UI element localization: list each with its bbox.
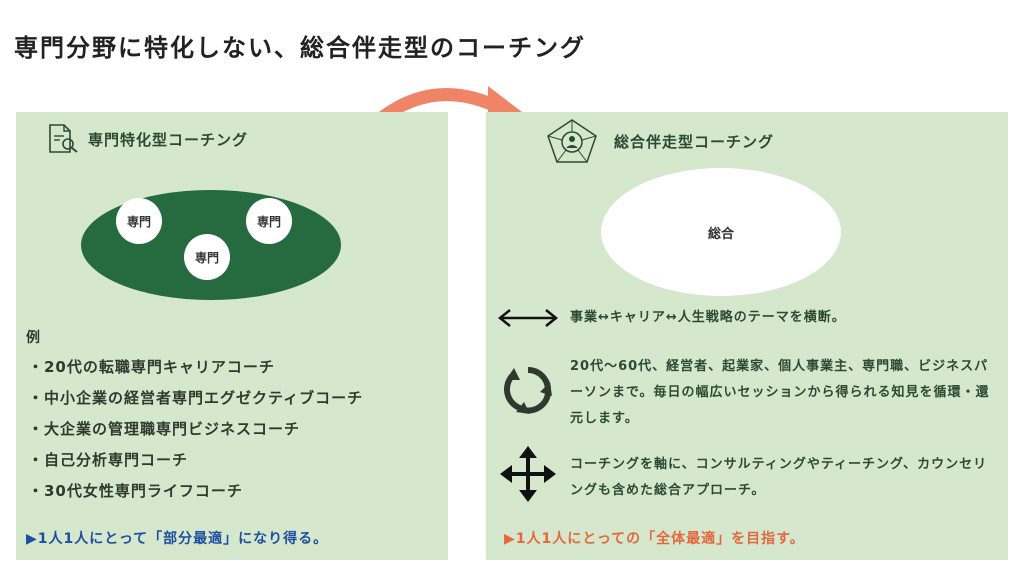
left-summary: ▶1人1人にとって「部分最適」になり得る。 — [26, 531, 329, 547]
list-item: ・大企業の管理職専門ビジネスコーチ — [28, 420, 301, 438]
document-search-icon — [49, 124, 78, 153]
double-arrow-icon — [497, 309, 559, 327]
specialized-coaching-panel: 専門特化型コーチング 専門 専門 専門 例 ・20代の転職専門キャリアコーチ ・… — [16, 112, 448, 560]
feature-text: 20代〜60代、経営者、起業家、個人事業主、専門職、ビジネスパーソンまで。毎日の… — [570, 359, 990, 426]
examples-label: 例 — [26, 330, 40, 346]
list-item: ・20代の転職専門キャリアコーチ — [28, 358, 275, 376]
specialist-circle: 専門 — [184, 234, 230, 280]
holistic-ellipse: 総合 — [601, 168, 841, 296]
list-item: ・中小企業の経営者専門エグゼクティブコーチ — [28, 389, 364, 407]
cycle-arrows-icon — [503, 367, 552, 414]
right-heading: 総合伴走型コーチング — [614, 133, 775, 151]
feature-text: コーチングを軸に、コンサルティングやティーチング、カウンセリングも含めた総合アプ… — [570, 457, 988, 498]
pentagon-person-icon — [547, 119, 597, 163]
specialist-circle: 専門 — [116, 198, 162, 244]
examples-list: ・20代の転職専門キャリアコーチ ・中小企業の経営者専門エグゼクティブコーチ ・… — [28, 356, 363, 511]
specialist-circle: 専門 — [246, 198, 292, 244]
feature-text: 事業↔キャリア↔人生戦略のテーマを横断。 — [570, 310, 846, 325]
holistic-coaching-panel: 総合伴走型コーチング 総合 事業↔キャリア↔人生戦略のテーマを横断。 20代〜6… — [486, 112, 1008, 560]
list-item: ・30代女性専門ライフコーチ — [28, 482, 243, 500]
page-title: 専門分野に特化しない、総合伴走型のコーチング — [14, 34, 586, 62]
right-summary: ▶1人1人にとっての「全体最適」を目指す。 — [504, 531, 805, 547]
list-item: ・自己分析専門コーチ — [28, 451, 189, 469]
four-way-arrows-icon — [500, 446, 556, 502]
left-heading: 専門特化型コーチング — [88, 131, 249, 149]
